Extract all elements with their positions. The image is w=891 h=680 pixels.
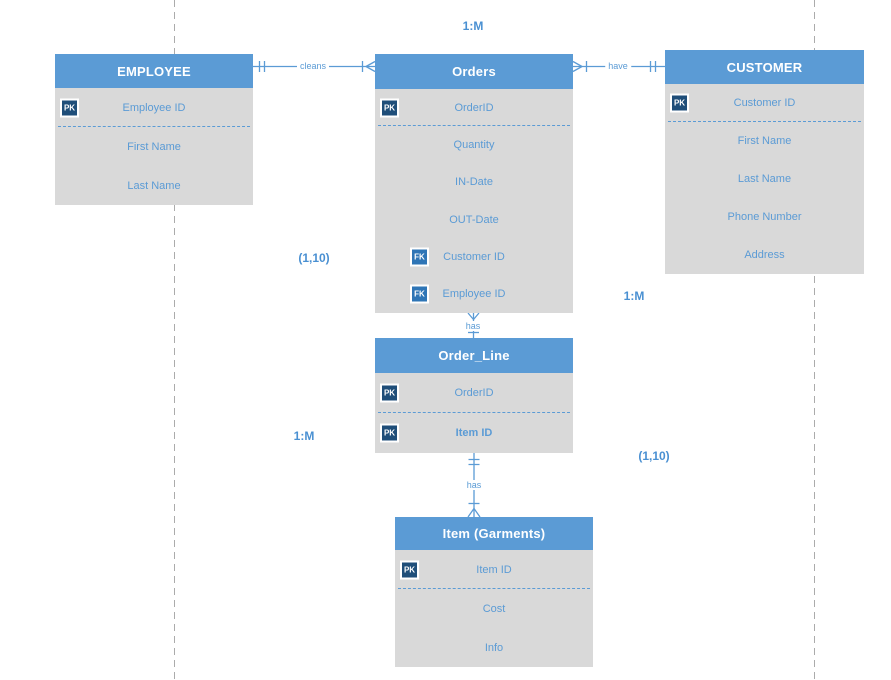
entity-title: EMPLOYEE	[55, 54, 253, 88]
relationship-label-cleans: cleans	[296, 61, 330, 71]
entity-body: PK Item ID Cost Info	[395, 550, 593, 667]
attribute-name: IN-Date	[455, 176, 493, 189]
attribute-row: Address	[665, 236, 864, 274]
attribute-name: Employee ID	[122, 101, 186, 114]
attribute-row: Cost	[395, 589, 593, 628]
attribute-row: PK Item ID	[395, 550, 593, 589]
cardinality-label-left-upper: (1,10)	[298, 251, 330, 265]
attribute-row: PK OrderID	[375, 373, 573, 413]
page-boundary-guide-left	[174, 0, 175, 680]
attribute-name: Address	[744, 249, 785, 261]
attribute-row: PK OrderID	[375, 89, 573, 127]
entity-item-garments[interactable]: Item (Garments) PK Item ID Cost Info	[395, 517, 593, 667]
attribute-name: Cost	[482, 602, 506, 615]
entity-order-line[interactable]: Order_Line PK OrderID PK Item ID	[375, 338, 573, 453]
entity-title: Item (Garments)	[395, 517, 593, 550]
attribute-row: PK Customer ID	[665, 84, 864, 122]
attribute-row: First Name	[665, 122, 864, 160]
entity-employee[interactable]: EMPLOYEE PK Employee ID First Name Last …	[55, 54, 253, 205]
fk-badge: FK	[410, 247, 429, 267]
attribute-name: OUT-Date	[449, 213, 499, 226]
entity-customer[interactable]: CUSTOMER PK Customer ID First Name Last …	[665, 50, 864, 274]
pk-badge: PK	[380, 383, 399, 403]
attribute-name: Last Name	[127, 179, 181, 192]
attribute-row: PK Employee ID	[55, 88, 253, 127]
entity-body: PK Customer ID First Name Last Name Phon…	[665, 84, 864, 274]
attribute-name: Item ID	[455, 427, 493, 439]
attribute-row: Quantity	[375, 126, 573, 163]
attribute-row: First Name	[55, 127, 253, 166]
attribute-row: FK Customer ID	[375, 238, 573, 275]
relationship-label-has-orderline-item: has	[463, 480, 485, 490]
attribute-name: Info	[484, 641, 504, 654]
attribute-name: Last Name	[737, 173, 792, 185]
pk-badge: PK	[380, 98, 399, 118]
entity-body: PK OrderID PK Item ID	[375, 373, 573, 453]
entity-orders[interactable]: Orders PK OrderID Quantity IN-Date OUT-D…	[375, 54, 573, 313]
fk-badge: FK	[410, 284, 429, 304]
attribute-name: Phone Number	[727, 211, 802, 223]
attribute-name: First Name	[127, 140, 181, 153]
cardinality-label-right-lower: (1,10)	[638, 449, 670, 463]
attribute-name: Quantity	[453, 138, 495, 151]
page-boundary-guide-right	[814, 0, 815, 680]
attribute-row: Phone Number	[665, 198, 864, 236]
attribute-name: First Name	[737, 135, 792, 147]
attribute-row: PK Item ID	[375, 413, 573, 453]
pk-badge: PK	[60, 98, 79, 117]
attribute-row: Last Name	[665, 160, 864, 198]
cardinality-label-right-mid: 1:M	[623, 289, 645, 303]
cardinality-label-left-lower: 1:M	[293, 429, 315, 443]
attribute-name: Customer ID	[733, 97, 796, 109]
relationship-label-have: have	[605, 61, 631, 71]
entity-body: PK OrderID Quantity IN-Date OUT-Date FK …	[375, 89, 573, 313]
pk-badge: PK	[400, 560, 419, 579]
entity-body: PK Employee ID First Name Last Name	[55, 88, 253, 205]
attribute-row: IN-Date	[375, 164, 573, 201]
relationship-label-has-orders-orderline: has	[462, 321, 484, 331]
attribute-row: Last Name	[55, 166, 253, 205]
entity-title: Orders	[375, 54, 573, 89]
entity-title: CUSTOMER	[665, 50, 864, 84]
cardinality-label-top: 1:M	[462, 19, 484, 33]
attribute-name: Item ID	[476, 563, 512, 576]
attribute-name: OrderID	[454, 101, 494, 114]
pk-badge: PK	[670, 93, 689, 113]
pk-badge: PK	[380, 423, 399, 443]
attribute-row: Info	[395, 628, 593, 667]
attribute-row: FK Employee ID	[375, 276, 573, 313]
attribute-row: OUT-Date	[375, 201, 573, 238]
entity-title: Order_Line	[375, 338, 573, 373]
attribute-name: OrderID	[454, 387, 494, 399]
attribute-name: Employee ID	[442, 288, 506, 301]
attribute-name: Customer ID	[443, 250, 505, 263]
